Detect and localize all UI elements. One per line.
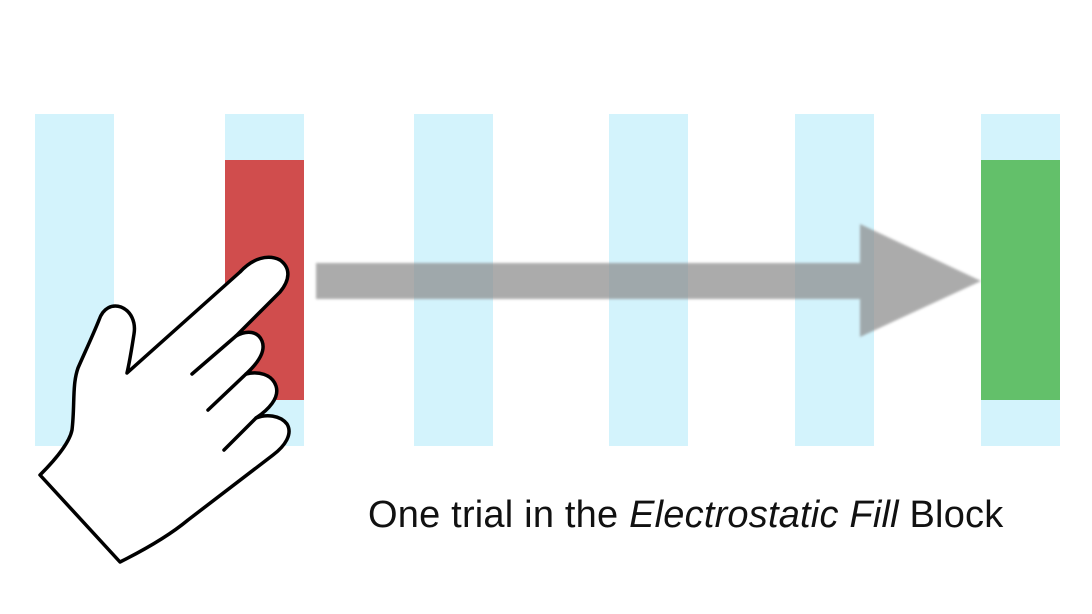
caption-prefix: One trial in the	[368, 494, 630, 536]
caption-suffix: Block	[898, 494, 1004, 536]
end-target-green	[981, 160, 1060, 400]
arrow-shape	[316, 224, 981, 337]
caption: One trial in the Electrostatic Fill Bloc…	[368, 494, 1003, 537]
hand-outline	[38, 255, 291, 564]
caption-block-name: Electrostatic Fill	[629, 494, 899, 536]
